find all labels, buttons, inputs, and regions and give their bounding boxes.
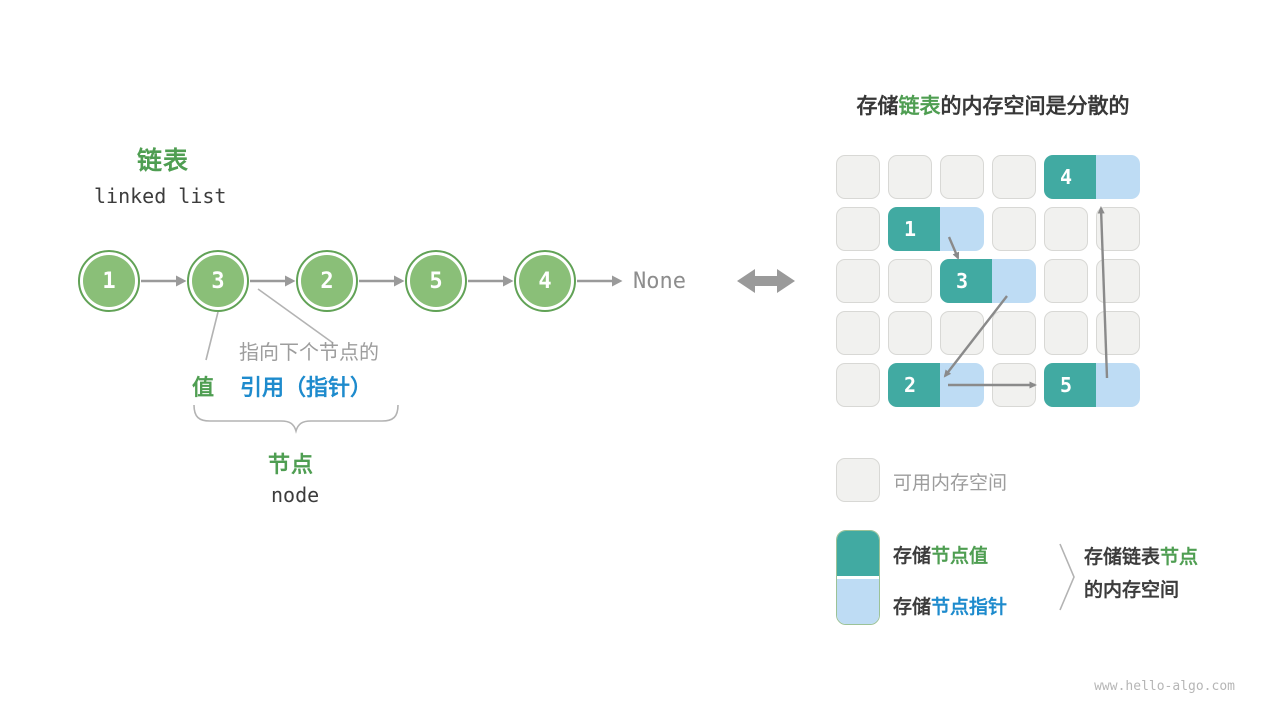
memory-cell-free <box>1044 311 1088 355</box>
legend-node-pair-sample <box>836 530 880 625</box>
memory-grid: 4 1 3 2 5 <box>836 155 1140 407</box>
memory-title-mid: 的内存空间是 <box>940 95 1067 118</box>
next-pointer-arrow-icon <box>358 273 405 289</box>
legend-value-cell-sample <box>837 531 879 576</box>
memory-cell-free <box>836 259 880 303</box>
legend-value-prefix: 存储 <box>893 546 932 567</box>
linked-list-title-zh: 链表 <box>137 147 190 175</box>
memory-title-bold: 分散 <box>1066 95 1109 118</box>
memory-pointer-arrows <box>943 206 1109 389</box>
legend-pointer-cell-sample <box>837 579 879 624</box>
memory-cell-value: 1 <box>903 217 917 241</box>
memory-cell-free <box>836 155 880 199</box>
legend-pointer-word: 节点指针 <box>931 597 1008 618</box>
legend-value-label: 存储节点值 <box>893 541 988 568</box>
memory-cell-value: 2 <box>888 363 940 407</box>
memory-cell-free <box>1096 207 1140 251</box>
legend-pair-divider <box>837 576 879 579</box>
memory-cell-free <box>888 155 932 199</box>
memory-cell-value: 4 <box>1059 165 1073 189</box>
memory-title-pre: 存储 <box>856 95 899 118</box>
memory-cell-free <box>836 207 880 251</box>
memory-cell-free <box>888 259 932 303</box>
legend-free-cell-sample <box>836 458 880 502</box>
next-pointer-arrow-icon <box>467 273 514 289</box>
legend-note-line1: 存储链表节点 <box>1084 541 1198 574</box>
legend-brace-shape <box>1059 543 1075 611</box>
memory-cell-value: 5 <box>1059 373 1073 397</box>
memory-cell-free <box>888 311 932 355</box>
memory-cell-free <box>992 311 1036 355</box>
memory-cell-pointer <box>1096 155 1140 199</box>
legend-note-line2: 的内存空间 <box>1084 580 1180 601</box>
double-arrow-shape <box>737 269 795 293</box>
memory-cell-value: 2 <box>903 373 917 397</box>
memory-cell-value: 3 <box>955 269 969 293</box>
list-node: 3 <box>187 250 249 312</box>
memory-title-post: 的 <box>1108 95 1130 118</box>
legend-pointer-prefix: 存储 <box>893 597 932 618</box>
memory-cell-pointer <box>940 207 984 251</box>
linked-list-title-en: linked list <box>94 184 227 208</box>
reference-label: 引用（指针） <box>240 375 373 400</box>
memory-title: 存储链表的内存空间是分散的 <box>806 90 1180 120</box>
memory-cell-value: 5 <box>1044 363 1096 407</box>
memory-cell-free <box>992 155 1036 199</box>
pointer-arrow-1-to-3 <box>947 236 960 260</box>
memory-cell-free <box>836 311 880 355</box>
memory-cell-free <box>836 363 880 407</box>
legend-value-word: 节点值 <box>931 546 989 567</box>
legend-free-label: 可用内存空间 <box>893 473 1008 494</box>
legend-note-line1-pre: 存储链表 <box>1084 547 1161 568</box>
double-arrow-icon <box>737 269 795 293</box>
pointer-arrow-5-to-4 <box>1097 206 1109 379</box>
list-node-value: 4 <box>519 255 571 307</box>
next-pointer-arrow-icon <box>249 273 296 289</box>
memory-cell-value: 3 <box>940 259 992 303</box>
memory-cell-free <box>1044 259 1088 303</box>
pointer-arrow-3-to-2 <box>943 295 1008 378</box>
watermark: www.hello-algo.com <box>1094 679 1235 694</box>
list-node: 1 <box>78 250 140 312</box>
list-node-value: 5 <box>410 255 462 307</box>
legend-brace-icon <box>1059 543 1075 611</box>
value-label: 值 <box>192 375 215 400</box>
list-node-value: 3 <box>192 255 244 307</box>
next-pointer-arrow-icon <box>576 273 623 289</box>
list-node: 5 <box>405 250 467 312</box>
memory-cell-pointer <box>1096 363 1140 407</box>
legend-pointer-label: 存储节点指针 <box>893 592 1007 619</box>
memory-title-green: 链表 <box>898 95 941 118</box>
node-label-zh: 节点 <box>268 452 315 477</box>
memory-cell-free <box>940 155 984 199</box>
pointer-note-label: 指向下个节点的 <box>239 342 379 364</box>
memory-cell-free <box>1044 207 1088 251</box>
legend-note-line1-bold: 节点 <box>1160 547 1199 568</box>
legend-note: 存储链表节点 的内存空间 <box>1084 541 1198 607</box>
list-node: 4 <box>514 250 576 312</box>
none-label: None <box>633 268 686 294</box>
memory-cell-value: 1 <box>888 207 940 251</box>
memory-cell-free <box>992 207 1036 251</box>
memory-cell-free <box>1096 311 1140 355</box>
memory-cell-pointer <box>992 259 1036 303</box>
node-label-en: node <box>271 483 320 507</box>
memory-cell-value: 4 <box>1044 155 1096 199</box>
memory-cell-free <box>940 311 984 355</box>
next-pointer-arrow-icon <box>140 273 187 289</box>
list-node-value: 1 <box>83 255 135 307</box>
